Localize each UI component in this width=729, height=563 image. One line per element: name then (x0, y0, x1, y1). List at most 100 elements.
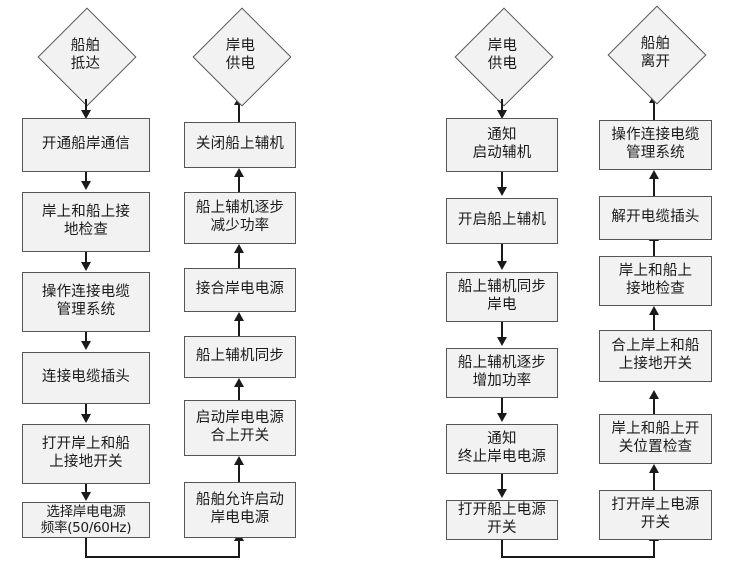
node-label: 连接电缆插头 (41, 369, 131, 386)
connector-col1-1-2 (85, 172, 87, 182)
connector-col2-3-2 (238, 252, 240, 268)
arrowhead-up (234, 168, 244, 177)
node-label: 开启船上辅机 (457, 212, 547, 229)
node-label: 打开岸上和船 上接地开关 (41, 436, 131, 470)
node-col1-step6: 选择岸电电源 频率(50/60Hz) (22, 502, 150, 538)
connector-col2-to-t2 (238, 104, 240, 122)
connector-col3-bottom-drop (501, 540, 503, 557)
connector-col1-3-4 (85, 332, 87, 342)
node-label: 操作连接电缆 管理系统 (611, 127, 700, 161)
node-col1-step3: 操作连接电缆 管理系统 (22, 272, 150, 332)
node-label: 选择岸电电源 频率(50/60Hz) (40, 503, 132, 536)
arrowhead-up (649, 390, 659, 399)
terminator-shore-power-supply-end: 岸电 供电 (188, 7, 293, 107)
node-col3-step4: 船上辅机逐步 增加功率 (446, 348, 558, 398)
arrowhead-down (81, 341, 91, 350)
arrowhead-up (649, 464, 659, 473)
arrowhead-down (497, 187, 507, 196)
arrowhead-down (497, 261, 507, 270)
arrowhead-down (497, 413, 507, 422)
node-label: 岸上和船上开 关位置检查 (611, 421, 700, 455)
arrowhead-down (497, 489, 507, 498)
node-label: 打开岸上电源 开关 (611, 497, 700, 531)
terminator-label: 岸电 供电 (225, 38, 256, 72)
connector-col4-to-t4 (653, 102, 655, 120)
connector-col1-5-6 (85, 484, 87, 493)
connector-col4-4-3 (653, 314, 655, 330)
connector-col2-4-3 (238, 320, 240, 336)
connector-col4-3-2 (653, 240, 655, 256)
node-label: 解开电缆插头 (611, 209, 700, 226)
node-label: 船上辅机逐步 减少功率 (195, 200, 285, 234)
node-label: 接合岸电电源 (195, 281, 285, 298)
arrowhead-down (81, 110, 91, 119)
node-col2-step4: 船上辅机同步 (184, 336, 296, 378)
connector-col3-4-5 (501, 398, 503, 414)
node-col4-step4: 合上岸上和船 上接地开关 (599, 330, 712, 382)
node-label: 通知 启动辅机 (472, 127, 532, 161)
node-col3-step6: 打开船上电源 开关 (446, 500, 558, 540)
node-label: 船舶允许启动 岸电电源 (195, 492, 285, 526)
connector-col1-4-5 (85, 404, 87, 415)
arrowhead-down (497, 337, 507, 346)
node-col4-step1: 操作连接电缆 管理系统 (599, 120, 712, 170)
connector-t3-to-col3 (501, 99, 503, 113)
node-label: 通知 终止岸电电源 (457, 431, 547, 465)
arrowhead-down (81, 492, 91, 501)
node-col3-step5: 通知 终止岸电电源 (446, 424, 558, 474)
node-col2-step6: 船舶允许启动 岸电电源 (184, 482, 296, 538)
node-col1-step1: 开通船岸通信 (22, 118, 150, 172)
connector-col2-6-5 (238, 464, 240, 482)
connector-col4-6-5 (653, 472, 655, 490)
arrowhead-up (234, 244, 244, 253)
terminator-ship-departure: 船舶 离开 (603, 5, 708, 105)
connector-col4-2-1 (653, 178, 655, 196)
connector-col2-2-1 (238, 176, 240, 192)
arrowhead-up (649, 170, 659, 179)
connector-col3-1-2 (501, 172, 503, 188)
node-col2-step2: 船上辅机逐步 减少功率 (184, 192, 296, 244)
terminator-label: 岸电 供电 (487, 38, 518, 72)
arrowhead-up (234, 378, 244, 387)
node-label: 关闭船上辅机 (195, 136, 285, 153)
node-label: 打开船上电源 开关 (457, 502, 547, 536)
connector-col4-bottom-rise (653, 540, 655, 557)
node-col2-step1: 关闭船上辅机 (184, 122, 296, 168)
node-col1-step5: 打开岸上和船 上接地开关 (22, 424, 150, 484)
node-col4-step3: 岸上和船上 接地检查 (599, 256, 712, 306)
node-col4-step5: 岸上和船上开 关位置检查 (599, 414, 712, 464)
connector-col2-5-4 (238, 386, 240, 400)
terminator-label: 船舶 抵达 (70, 38, 101, 72)
node-col4-step2: 解开电缆插头 (599, 196, 712, 240)
connector-t1-to-col1 (85, 99, 87, 113)
connector-col3-2-3 (501, 244, 503, 262)
arrowhead-down (497, 110, 507, 119)
connector-col1-2-3 (85, 252, 87, 263)
terminator-ship-arrival: 船舶 抵达 (33, 7, 138, 107)
arrowhead-down (81, 262, 91, 271)
node-label: 船上辅机同步 岸电 (457, 279, 547, 313)
node-col4-step6: 打开岸上电源 开关 (599, 490, 712, 540)
connector-col3-3-4 (501, 322, 503, 338)
node-col1-step4: 连接电缆插头 (22, 352, 150, 404)
connector-col1-to-col2-run (85, 556, 240, 558)
connector-col3-5-6 (501, 474, 503, 490)
connector-col2-bottom-rise (238, 540, 240, 557)
terminator-shore-power-supply-start: 岸电 供电 (450, 7, 555, 107)
node-label: 开通船岸通信 (41, 136, 131, 153)
arrowhead-up (234, 312, 244, 321)
node-col3-step3: 船上辅机同步 岸电 (446, 272, 558, 322)
arrowhead-down (81, 181, 91, 190)
node-label: 合上岸上和船 上接地开关 (611, 338, 700, 372)
connector-col1-bottom-drop (85, 538, 87, 557)
node-label: 操作连接电缆 管理系统 (41, 284, 131, 318)
connector-col4-5-4 (653, 398, 655, 414)
node-col1-step2: 岸上和船上接 地检查 (22, 192, 150, 252)
arrowhead-down (81, 414, 91, 423)
node-label: 岸上和船上接 地检查 (41, 204, 131, 238)
node-label: 船上辅机逐步 增加功率 (457, 355, 547, 389)
connector-col3-to-col4-run (501, 556, 655, 558)
node-label: 启动岸电电源 合上开关 (195, 410, 285, 444)
node-col2-step3: 接合岸电电源 (184, 268, 296, 312)
